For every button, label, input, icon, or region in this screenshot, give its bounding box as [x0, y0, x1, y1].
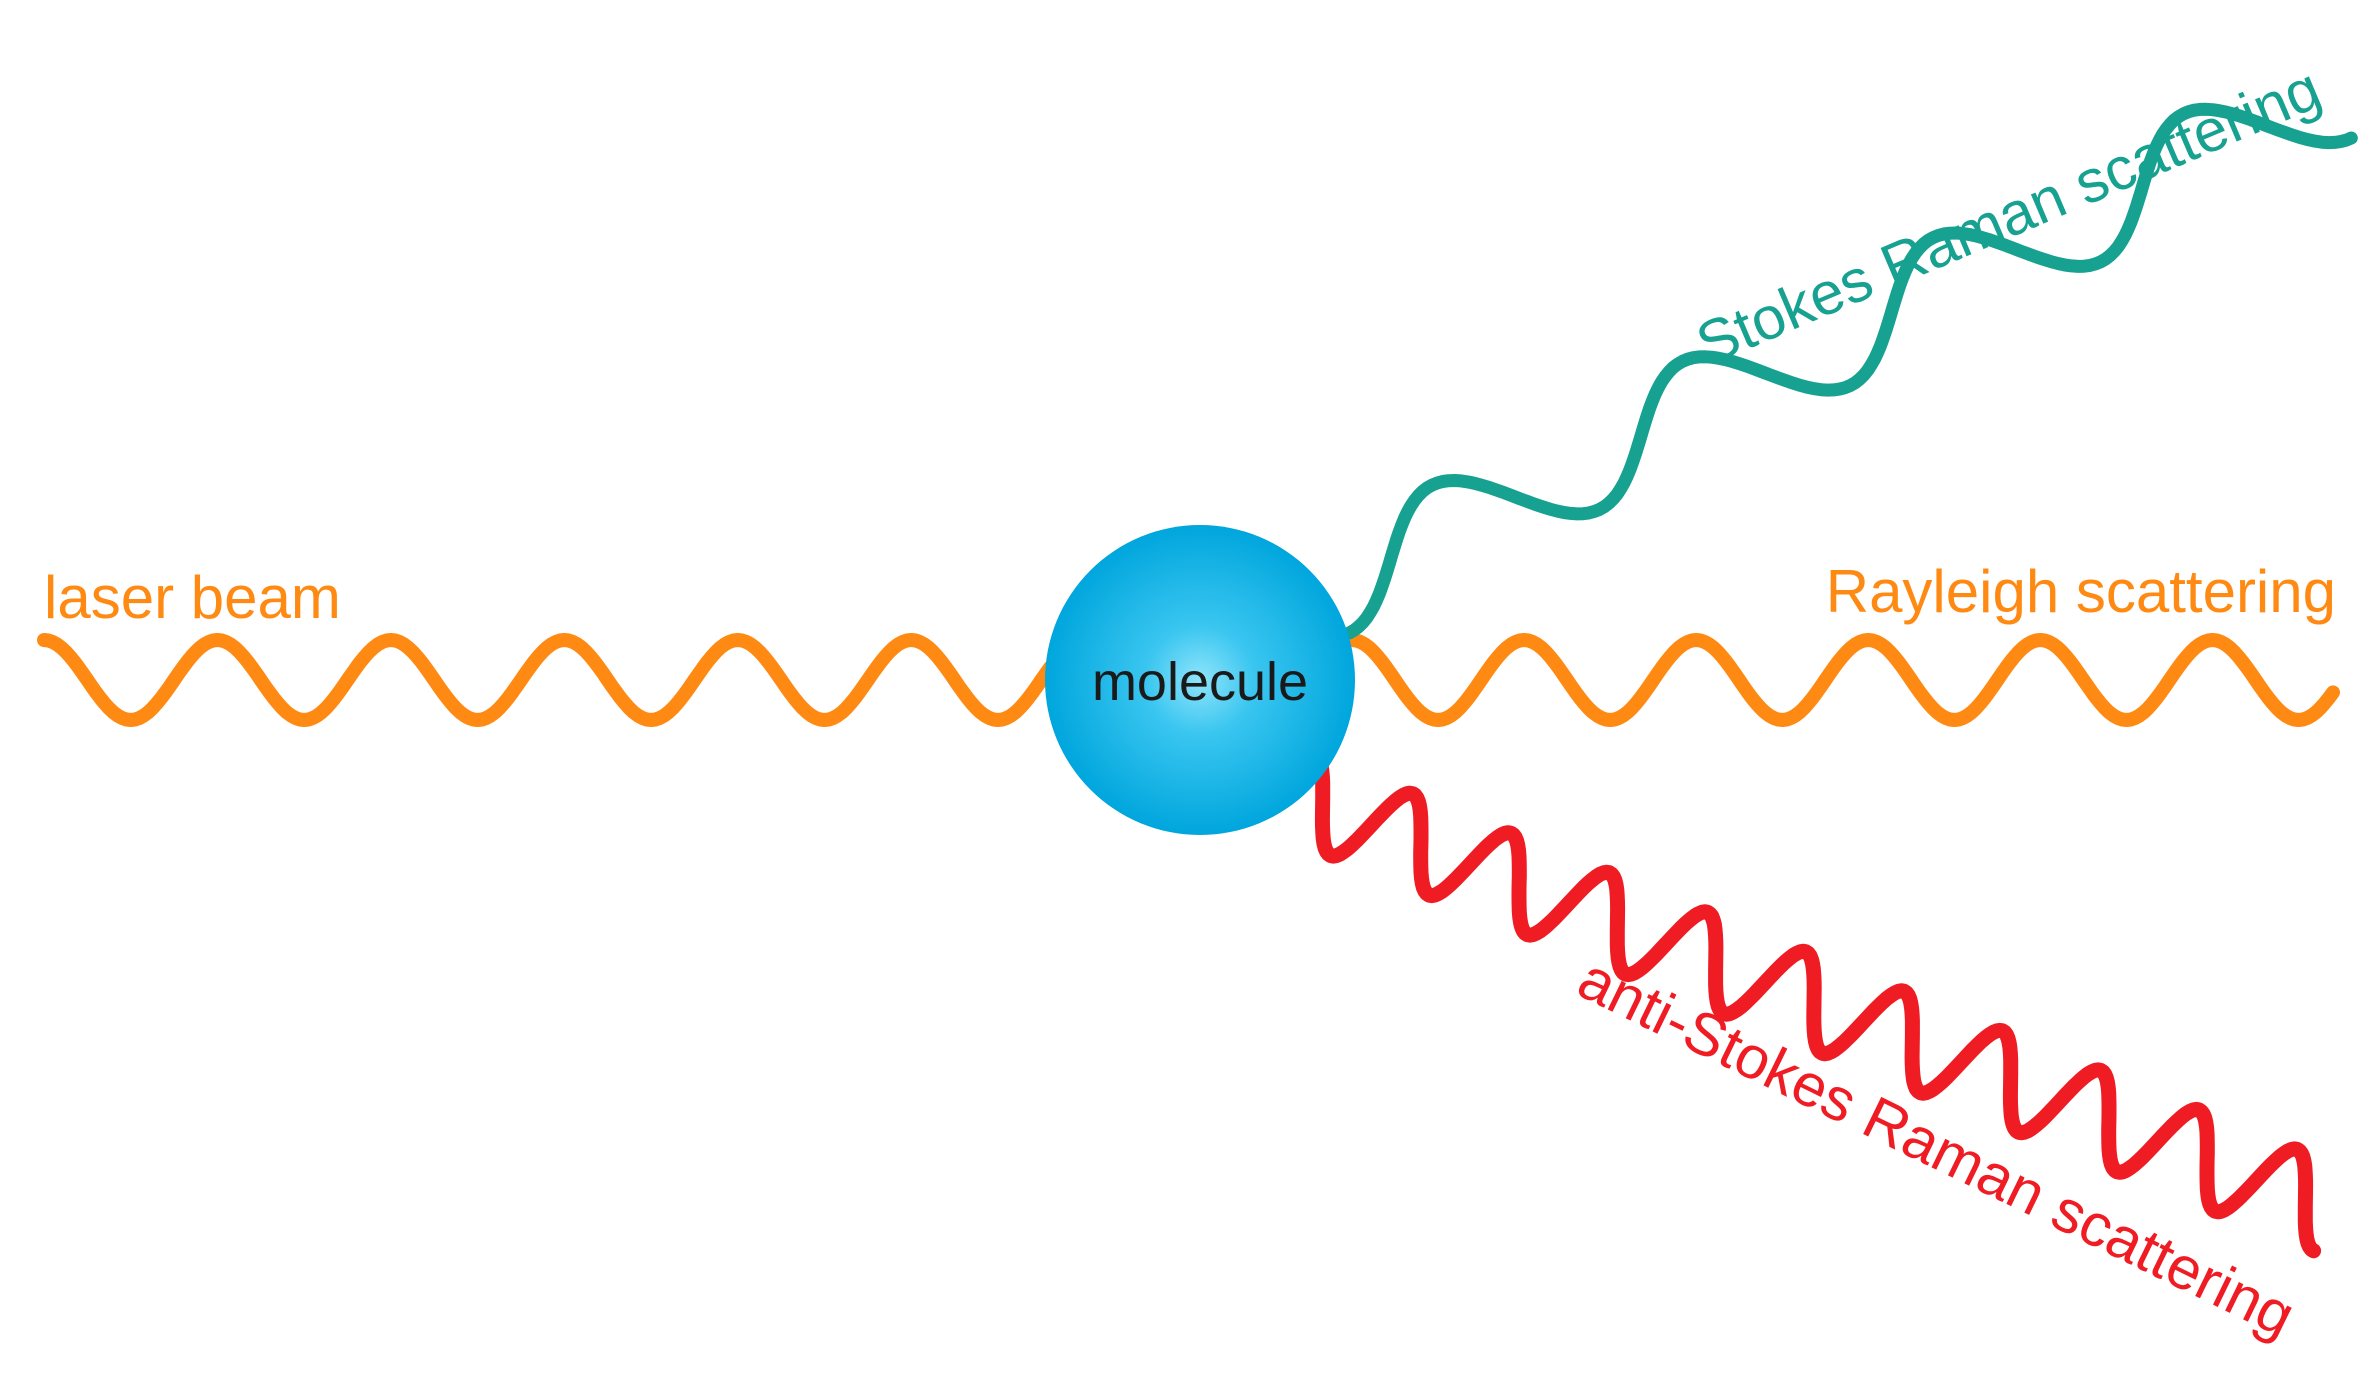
molecule-label: molecule [1092, 652, 1308, 712]
anti-stokes-raman-label: anti-Stokes Raman scattering [1568, 944, 2305, 1349]
molecule-sphere [1045, 525, 1355, 835]
laser-beam-label: laser beam [44, 564, 341, 631]
rayleigh-scattering-label: Rayleigh scattering [1826, 558, 2336, 625]
stokes-raman-wave [1342, 102, 2358, 640]
laser-beam-wave [37, 633, 1057, 727]
stokes-raman-label: Stokes Raman scattering [1687, 54, 2330, 378]
rayleigh-scattering-wave [1345, 633, 2340, 727]
anti-stokes-raman-wave [1306, 746, 2322, 1259]
